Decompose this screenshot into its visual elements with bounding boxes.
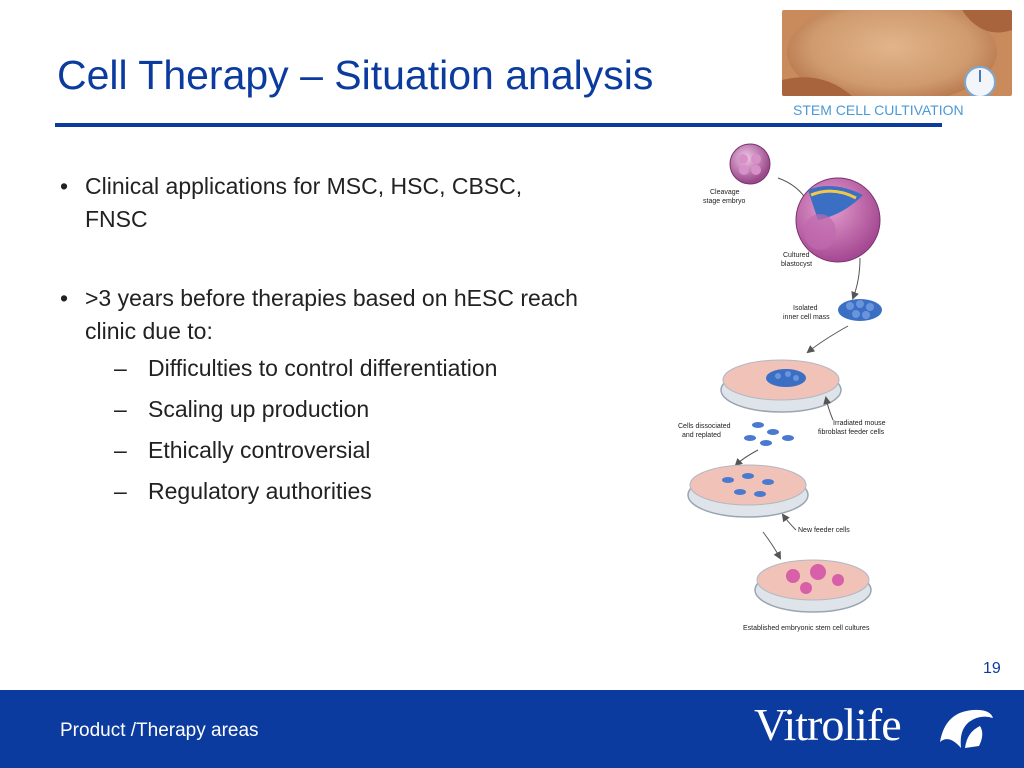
sub-bullet-text: Regulatory authorities bbox=[148, 478, 372, 504]
title-divider bbox=[55, 123, 942, 127]
label-inner-mass-2: inner cell mass bbox=[783, 314, 830, 321]
label-blastocyst-1: Cultured bbox=[783, 252, 810, 259]
label-cleavage-2: stage embryo bbox=[703, 198, 746, 205]
stem-cell-culture-diagram: Cleavage stage embryo Cultured blastocys… bbox=[648, 140, 908, 640]
label-feeder-1: Irradiated mouse bbox=[833, 420, 886, 427]
sub-bullet-text: Difficulties to control differentiation bbox=[148, 355, 498, 381]
petri-dish-established bbox=[754, 559, 872, 613]
stem-cell-colony-image bbox=[782, 10, 1012, 96]
page-number: 19 bbox=[983, 660, 1001, 677]
label-blastocyst-2: blastocyst bbox=[781, 261, 812, 268]
petri-dish-feeder bbox=[720, 359, 842, 413]
dissociated-cells bbox=[744, 422, 794, 446]
label-dissociated-1: Cells dissociated bbox=[678, 423, 731, 430]
label-established: Established embryonic stem cell cultures bbox=[743, 625, 870, 632]
label-new-feeder: New feeder cells bbox=[798, 527, 850, 534]
petri-dish-replated bbox=[687, 464, 809, 518]
bullet-list: • Clinical applications for MSC, HSC, CB… bbox=[60, 170, 630, 512]
wave-logo-icon bbox=[940, 709, 993, 748]
bullet-dot-icon: • bbox=[60, 173, 69, 199]
sub-bullet-item: –Ethically controversial bbox=[60, 430, 630, 471]
label-feeder-2: fibroblast feeder cells bbox=[818, 429, 885, 436]
label-dissociated-2: and replated bbox=[682, 432, 721, 439]
bullet-text: Clinical applications for MSC, HSC, CBSC… bbox=[85, 173, 523, 232]
brand-wordmark: Vitrolife bbox=[754, 699, 902, 750]
label-inner-mass-1: Isolated bbox=[793, 305, 818, 312]
cleavage-embryo bbox=[729, 143, 771, 185]
sub-bullet-item: –Difficulties to control differentiation bbox=[60, 348, 630, 389]
footer-bar: Product /Therapy areas Vitrolife bbox=[0, 690, 1024, 768]
hero-caption: STEM CELL CULTIVATION bbox=[793, 102, 964, 118]
label-cleavage-1: Cleavage bbox=[710, 189, 740, 196]
footer-label: Product /Therapy areas bbox=[60, 720, 259, 741]
inner-cell-mass bbox=[838, 299, 882, 321]
bullet-item: • Clinical applications for MSC, HSC, CB… bbox=[60, 170, 630, 236]
bullet-dot-icon: • bbox=[60, 285, 69, 311]
sub-bullet-item: –Scaling up production bbox=[60, 389, 630, 430]
sub-bullet-item: –Regulatory authorities bbox=[60, 471, 630, 512]
cultured-blastocyst bbox=[795, 177, 881, 263]
sub-bullet-text: Scaling up production bbox=[148, 396, 370, 422]
bullet-text: >3 years before therapies based on hESC … bbox=[85, 285, 578, 344]
brand-logo: Vitrolife bbox=[750, 698, 1010, 754]
slide-title: Cell Therapy – Situation analysis bbox=[57, 52, 654, 98]
bullet-item: • >3 years before therapies based on hES… bbox=[60, 282, 630, 348]
sub-bullet-text: Ethically controversial bbox=[148, 437, 371, 463]
